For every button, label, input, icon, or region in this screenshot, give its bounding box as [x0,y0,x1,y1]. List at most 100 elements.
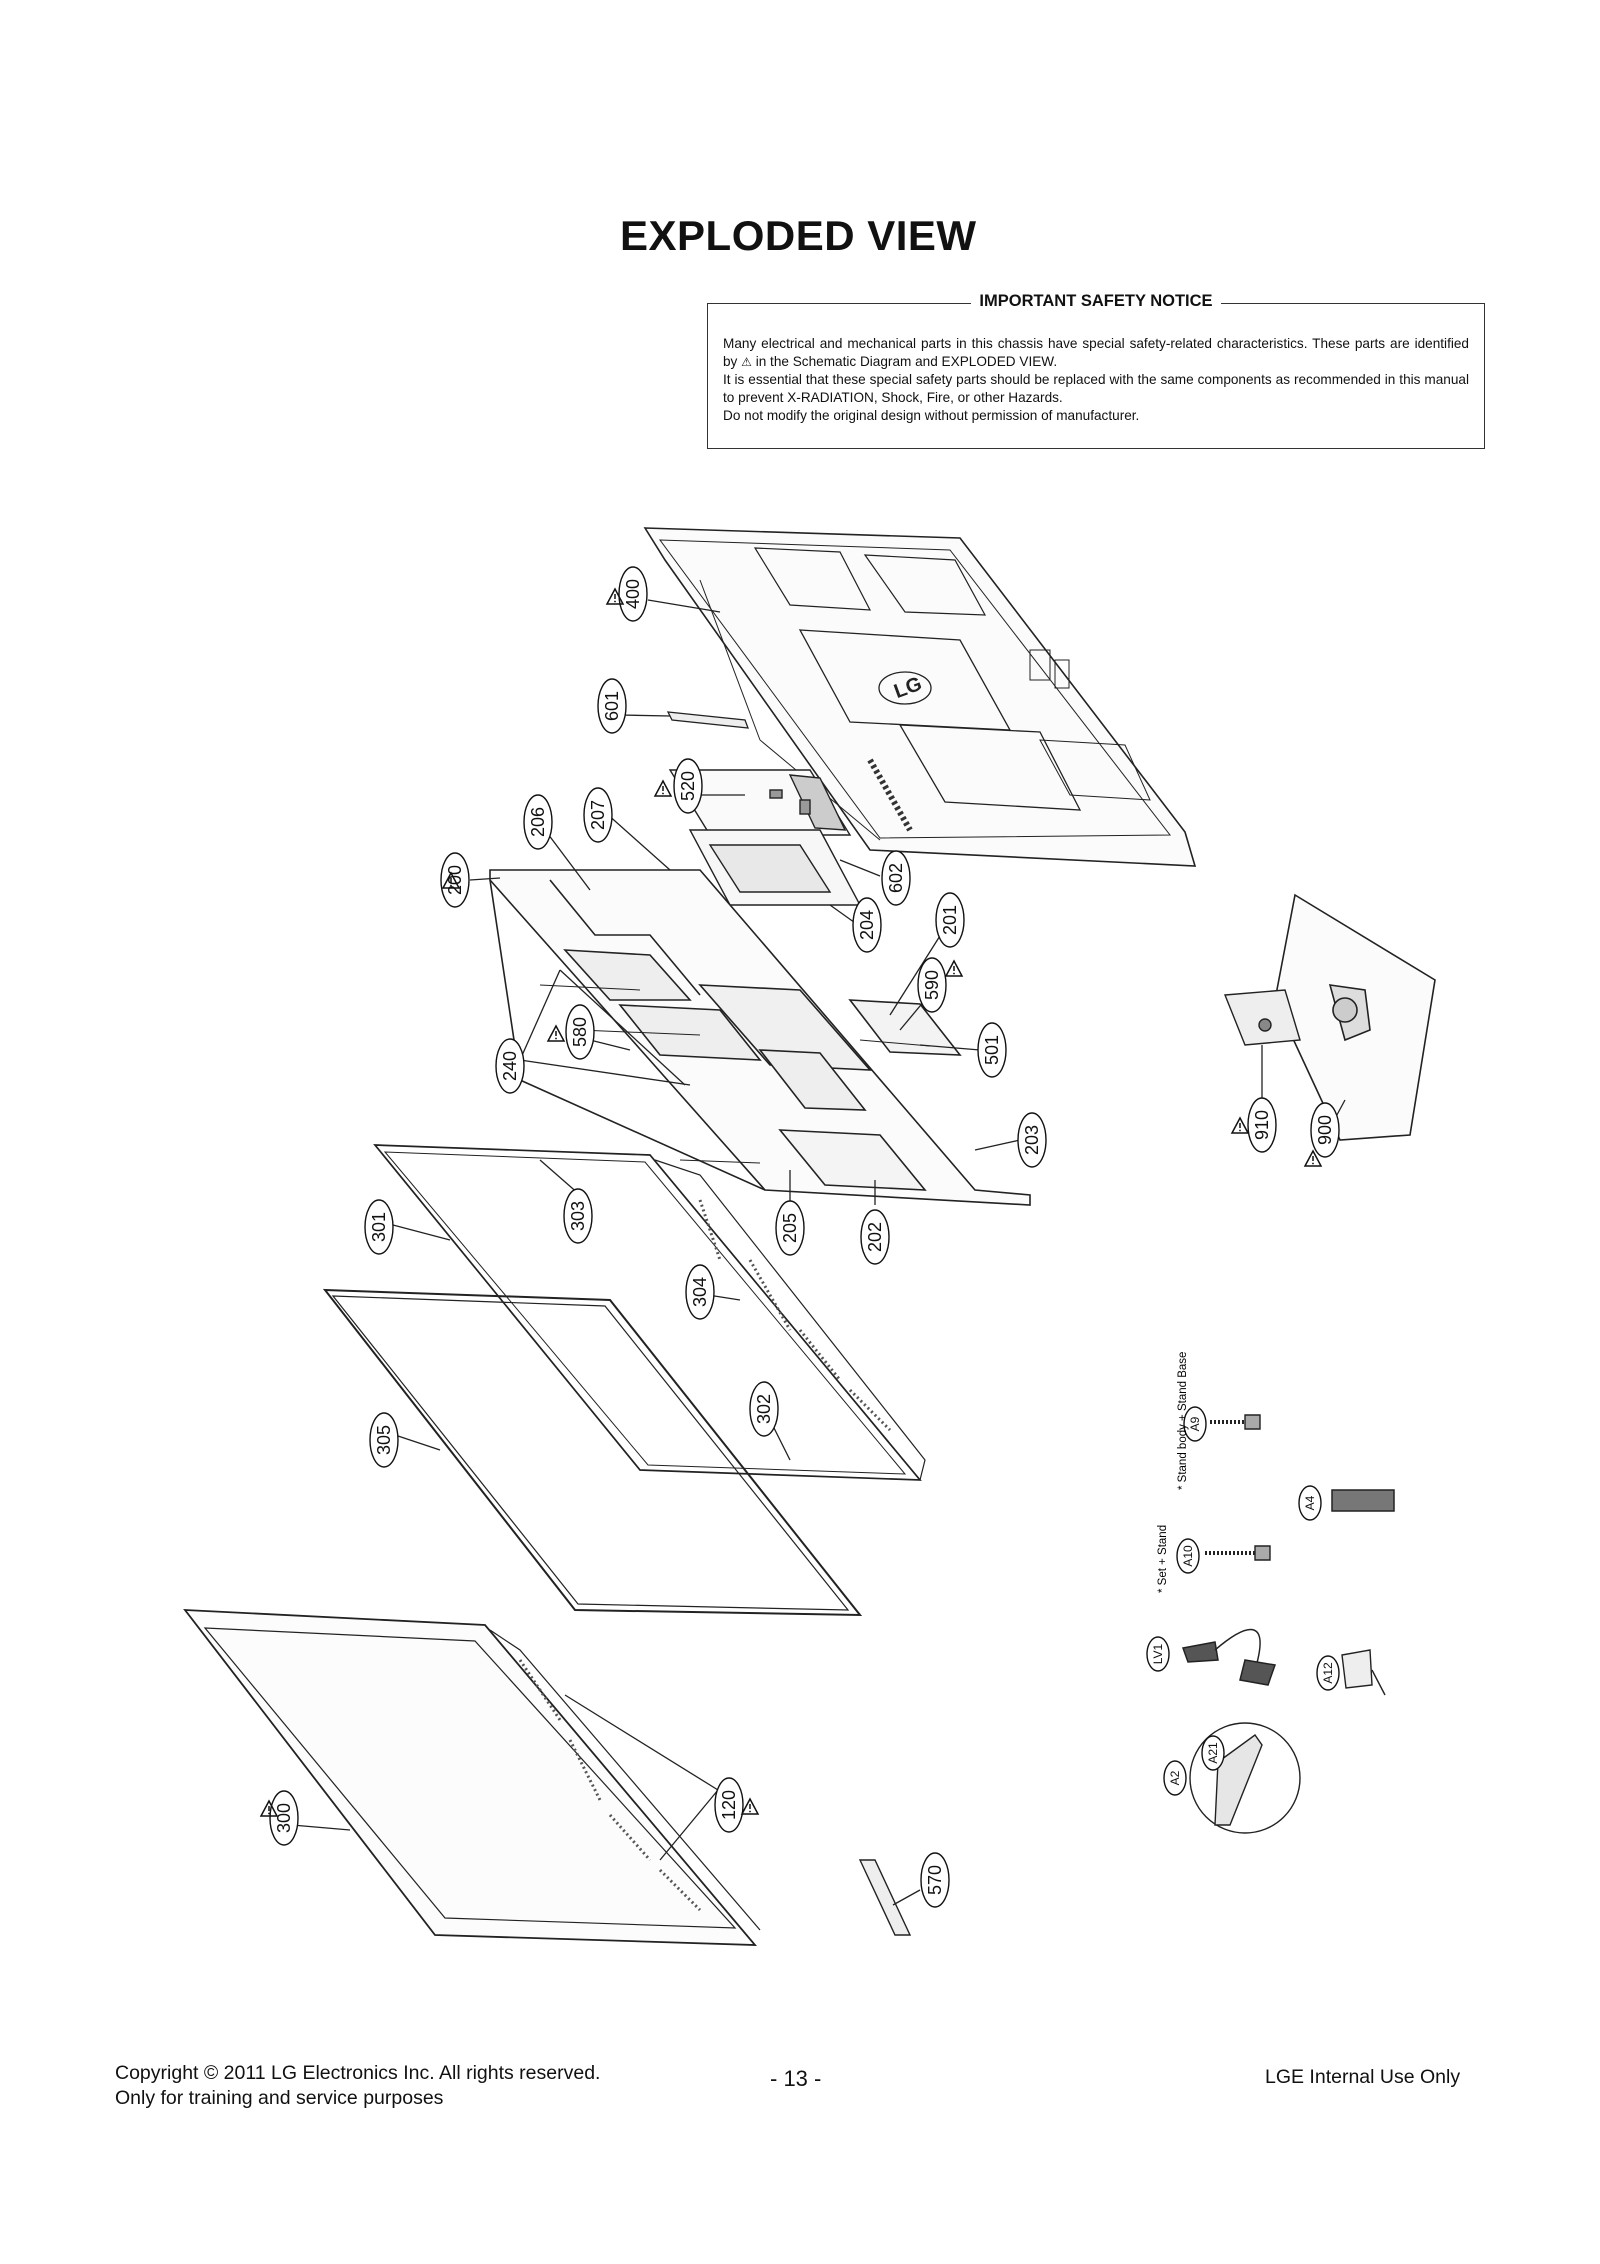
notice-paragraph-2: It is essential that these special safet… [723,372,1469,405]
svg-text:400: 400 [623,579,643,609]
svg-text:205: 205 [780,1213,800,1243]
part-label-206: 206 [523,794,553,850]
warning-icon [741,1798,759,1815]
stand-body-note: * Stand body + Stand Base [1177,1352,1189,1490]
part-label-a10: A10 [1176,1538,1200,1574]
svg-text:900: 900 [1315,1115,1335,1145]
part-label-a2: A2 [1163,1760,1187,1796]
part-301-frame [373,1144,926,1481]
warning-icon: ⚠ [741,355,752,369]
part-label-302: 302 [749,1381,779,1437]
part-200-chassis-frame [489,869,1031,1206]
svg-text:602: 602 [886,863,906,893]
part-label-580: 580 [565,1004,595,1060]
part-A2-remote [1189,1722,1301,1834]
part-A4-pad [1331,1489,1395,1512]
svg-text:204: 204 [857,910,877,940]
part-A10-screw [1205,1545,1271,1561]
part-601-board [666,711,749,729]
part-label-a12: A12 [1316,1655,1340,1691]
part-300-front-bezel [183,1609,761,1946]
part-label-205: 205 [775,1200,805,1256]
part-label-207: 207 [583,787,613,843]
part-A12-bracket [1341,1649,1386,1696]
svg-text:203: 203 [1022,1125,1042,1155]
warning-icon [654,780,672,797]
svg-text:304: 304 [690,1277,710,1307]
svg-text:207: 207 [588,800,608,830]
part-900-stand-base [1274,893,1436,1141]
svg-text:A9: A9 [1188,1416,1202,1431]
part-label-590: 590 [917,957,947,1013]
part-label-301: 301 [364,1199,394,1255]
svg-text:206: 206 [528,807,548,837]
svg-text:A21: A21 [1206,1742,1220,1764]
part-label-240: 240 [495,1038,525,1094]
svg-text:590: 590 [922,970,942,1000]
part-label-201: 201 [935,892,965,948]
part-label-601: 601 [597,678,627,734]
part-305-panel [322,1288,863,1617]
part-602-shield [688,829,862,906]
svg-text:580: 580 [570,1017,590,1047]
purpose-text: Only for training and service purposes [115,2087,444,2109]
svg-text:910: 910 [1252,1110,1272,1140]
safety-notice-body: Many electrical and mechanical parts in … [723,335,1469,425]
warning-icon [945,960,963,977]
footer-left: Copyright © 2011 LG Electronics Inc. All… [115,2061,600,2111]
svg-text:202: 202 [865,1222,885,1252]
part-label-202: 202 [860,1209,890,1265]
svg-text:520: 520 [678,771,698,801]
part-label-lv1: LV1 [1146,1636,1170,1672]
svg-text:240: 240 [500,1051,520,1081]
warning-icon [1231,1117,1249,1134]
back-cover: LG [643,527,1197,867]
part-label-501: 501 [977,1022,1007,1078]
part-label-520: 520 [673,758,703,814]
copyright-text: Copyright © 2011 LG Electronics Inc. All… [115,2062,601,2084]
svg-text:501: 501 [982,1035,1002,1065]
part-label-910: 910 [1247,1097,1277,1153]
svg-text:301: 301 [369,1212,389,1242]
safety-notice-box: IMPORTANT SAFETY NOTICE Many electrical … [707,292,1485,449]
svg-text:302: 302 [754,1394,774,1424]
set-stand-note: * Set + Stand [1157,1525,1169,1593]
page-number: - 13 - [770,2066,822,2091]
svg-text:201: 201 [940,905,960,935]
part-label-a9: A9 [1183,1406,1207,1442]
warning-icon [547,1025,565,1042]
part-LV1-cable [1181,1628,1277,1686]
part-label-602: 602 [881,850,911,906]
part-910-stand-body [1223,989,1301,1046]
part-A9-screw [1210,1414,1261,1430]
part-label-303: 303 [563,1188,593,1244]
part-label-203: 203 [1017,1112,1047,1168]
svg-text:LV1: LV1 [1151,1643,1165,1664]
svg-text:305: 305 [374,1425,394,1455]
part-label-120: 120 [714,1777,744,1833]
part-520-main-board [668,769,852,836]
svg-text:570: 570 [925,1865,945,1895]
page-title: EXPLODED VIEW [620,212,977,259]
part-label-570: 570 [920,1852,950,1908]
svg-text:A4: A4 [1303,1495,1317,1510]
part-570-board [858,1859,912,1936]
svg-text:120: 120 [719,1790,739,1820]
part-label-a4: A4 [1298,1485,1322,1521]
svg-text:300: 300 [274,1803,294,1833]
svg-text:303: 303 [568,1201,588,1231]
svg-text:A2: A2 [1168,1770,1182,1785]
svg-text:601: 601 [602,691,622,721]
notice-paragraph-1: Many electrical and mechanical parts in … [723,336,1469,369]
part-label-305: 305 [369,1412,399,1468]
internal-use-text: LGE Internal Use Only [1265,2066,1461,2088]
part-label-300: 300 [269,1790,299,1846]
svg-text:A12: A12 [1321,1662,1335,1684]
part-label-400: 400 [618,566,648,622]
part-label-900: 900 [1310,1102,1340,1158]
part-label-a21: A21 [1201,1735,1225,1771]
part-label-204: 204 [852,897,882,953]
notice-paragraph-3: Do not modify the original design withou… [723,408,1140,423]
svg-text:A10: A10 [1181,1545,1195,1567]
